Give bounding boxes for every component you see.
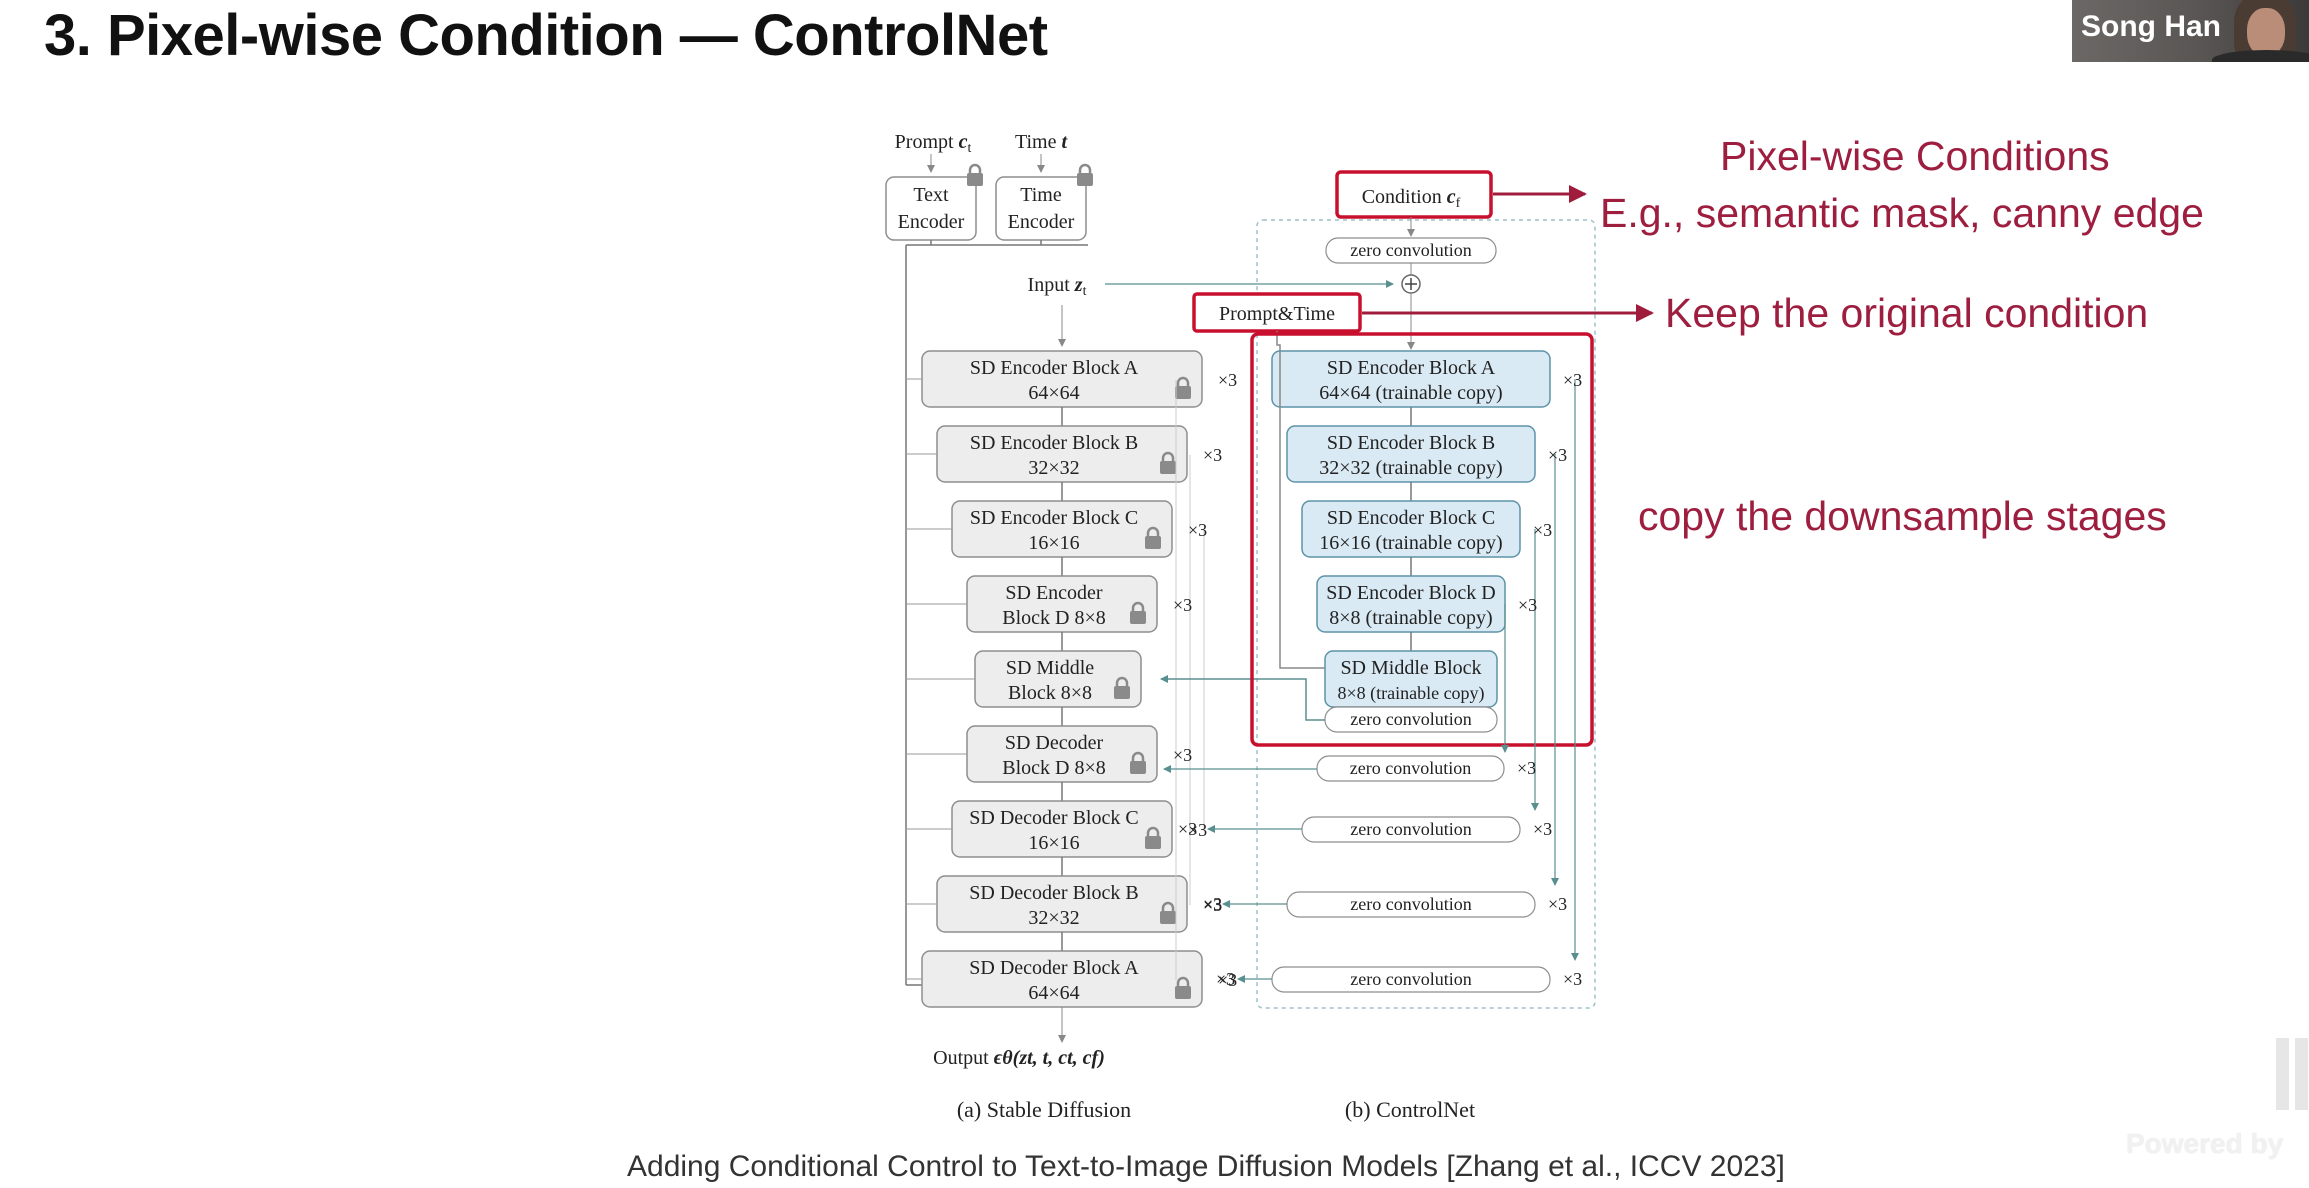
input-label: Input zt <box>1028 274 1087 299</box>
cn-multiplier: ×3 <box>1518 595 1537 615</box>
lock-icon <box>1145 526 1161 549</box>
annotation-keep-original: Keep the original condition <box>1665 290 2149 336</box>
lock-icon <box>1130 601 1146 624</box>
sd-block-res: 64×64 <box>1028 982 1079 1004</box>
lock-icon <box>1145 826 1161 849</box>
zero-conv-multiplier: ×3 <box>1517 758 1536 778</box>
text-encoder-label: Encoder <box>898 211 965 233</box>
sd-block-res: 16×16 <box>1028 532 1079 554</box>
cn-block-res: 64×64 (trainable copy) <box>1319 382 1502 404</box>
presenter-shirt <box>2212 50 2309 62</box>
lock-icon <box>1077 163 1093 186</box>
annotation-copy-stages: copy the downsample stages <box>1638 493 2167 539</box>
trainable-copy-highlight <box>1250 332 1594 747</box>
lock-icon <box>967 163 983 186</box>
time-label: Time t <box>1015 131 1069 153</box>
condition-label: Condition cf <box>1362 186 1461 211</box>
caption-stable-diffusion: (a) Stable Diffusion <box>957 1097 1131 1122</box>
lock-icon <box>1175 976 1191 999</box>
lock-icon <box>1160 901 1176 924</box>
cn-block-res: 32×32 (trainable copy) <box>1319 457 1502 479</box>
sd-block-res: 32×32 <box>1028 907 1079 929</box>
cn-block-res: 16×16 (trainable copy) <box>1319 532 1502 554</box>
zero-conv-decoder-label: zero convolution <box>1350 969 1471 989</box>
annotation-pixel-conditions: Pixel-wise Conditions <box>1720 133 2110 179</box>
time-encoder-label: Encoder <box>1008 211 1075 233</box>
caption-controlnet: (b) ControlNet <box>1345 1097 1475 1122</box>
sd-block-name: SD Encoder <box>1005 582 1103 604</box>
cn-block-name: SD Middle Block <box>1340 657 1481 679</box>
sd-decoder-multiplier: ×3 <box>1178 819 1197 839</box>
sd-block-res: Block 8×8 <box>1008 682 1092 704</box>
sd-block-res: 16×16 <box>1028 832 1079 854</box>
zero-conv-decoder-label: zero convolution <box>1350 758 1471 778</box>
sd-block-res: 64×64 <box>1028 382 1079 404</box>
cn-block-name: SD Encoder Block D <box>1326 582 1495 604</box>
sd-multiplier: ×3 <box>1203 445 1222 465</box>
annotation-examples: E.g., semantic mask, canny edge <box>1600 190 2204 236</box>
cn-multiplier: ×3 <box>1533 520 1552 540</box>
zero-conv-middle-label: zero convolution <box>1350 709 1471 729</box>
condition-box <box>1335 170 1493 219</box>
sd-multiplier: ×3 <box>1188 520 1207 540</box>
sd-block-name: SD Decoder <box>1005 732 1104 754</box>
cn-multiplier: ×3 <box>1548 445 1567 465</box>
zero-conv-multiplier: ×3 <box>1563 969 1582 989</box>
prompt-label: Prompt ct <box>895 131 972 156</box>
cn-block-name: SD Encoder Block A <box>1327 357 1496 379</box>
time-encoder-label: Time <box>1020 184 1062 206</box>
sd-block-name: SD Encoder Block C <box>970 507 1138 529</box>
slide-title: 3. Pixel-wise Condition — ControlNet <box>44 3 1048 68</box>
cn-block-name: SD Encoder Block C <box>1327 507 1495 529</box>
presenter-video: Song Han <box>2072 0 2309 62</box>
prompt-time-feed <box>1276 331 1325 669</box>
sd-block-name: SD Decoder Block B <box>969 882 1138 904</box>
citation: Adding Conditional Control to Text-to-Im… <box>627 1150 1785 1183</box>
sd-multiplier: ×3 <box>1173 745 1192 765</box>
zero-conv-decoder-label: zero convolution <box>1350 819 1471 839</box>
zero-conv-multiplier: ×3 <box>1533 819 1552 839</box>
sd-block-name: SD Decoder Block A <box>969 957 1139 979</box>
lock-icon <box>1114 676 1130 699</box>
cn-multiplier: ×3 <box>1563 370 1582 390</box>
zero-conv-multiplier: ×3 <box>1548 894 1567 914</box>
output-label: Output ϵθ(zt, t, ct, cf) <box>933 1047 1105 1069</box>
sd-decoder-multiplier: ×3 <box>1203 894 1222 914</box>
sidebar-bar-1 <box>2276 1038 2289 1110</box>
sd-block-res: 32×32 <box>1028 457 1079 479</box>
sd-decoder-multiplier: ×3 <box>1216 969 1235 989</box>
sd-block-name: SD Middle <box>1006 657 1094 679</box>
sd-block-name: SD Encoder Block A <box>970 357 1139 379</box>
watermark: Powered by <box>2126 1128 2284 1159</box>
cn-block-res: 8×8 (trainable copy) <box>1329 607 1492 629</box>
cn-block-name: SD Encoder Block B <box>1327 432 1495 454</box>
sd-block-name: SD Encoder Block B <box>970 432 1138 454</box>
sd-multiplier: ×3 <box>1188 820 1207 840</box>
lock-icon <box>1130 751 1146 774</box>
sd-block-name: SD Decoder Block C <box>969 807 1138 829</box>
middle-to-sd-arrow <box>1160 675 1325 721</box>
sd-multiplier: ×3 <box>1218 970 1237 990</box>
sd-block-res: Block D 8×8 <box>1002 757 1106 779</box>
zero-conv-decoder-label: zero convolution <box>1350 894 1471 914</box>
cn-block-res: 8×8 (trainable copy) <box>1337 683 1484 704</box>
presenter-face <box>2247 8 2285 56</box>
sd-multiplier: ×3 <box>1218 370 1237 390</box>
sidebar-bar-2 <box>2295 1038 2308 1110</box>
sd-multiplier: ×3 <box>1203 895 1222 915</box>
prompt-time-label: Prompt&Time <box>1219 303 1335 325</box>
lock-icon <box>1160 451 1176 474</box>
zero-conv-top-label: zero convolution <box>1350 240 1471 260</box>
controlnet-dashed-container <box>1256 219 1596 1009</box>
sd-block-res: Block D 8×8 <box>1002 607 1106 629</box>
presenter-name: Song Han <box>2081 10 2221 43</box>
lock-icon <box>1175 376 1191 399</box>
sd-multiplier: ×3 <box>1173 595 1192 615</box>
text-encoder-label: Text <box>913 184 949 206</box>
